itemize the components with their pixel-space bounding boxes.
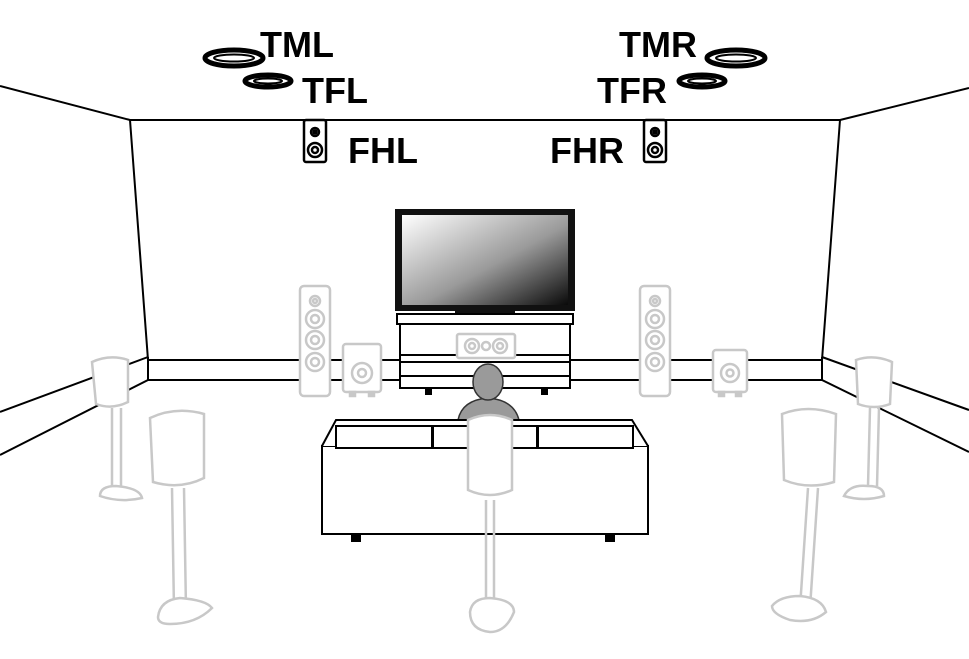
tower-speaker-icon — [638, 284, 672, 398]
ceiling-speaker-icon — [704, 47, 768, 69]
label-tfl: TFL — [302, 70, 368, 111]
ceiling-speaker-icon — [242, 72, 294, 90]
ceiling-speaker-icon — [202, 47, 266, 69]
tower-speaker-icon — [298, 284, 332, 398]
label-tml: TML — [260, 24, 334, 65]
right-baseboard-bottom — [821, 379, 969, 453]
stand-speaker-icon — [770, 407, 838, 623]
tv — [395, 209, 575, 318]
label-tfr: TFR — [597, 70, 667, 111]
ceiling-right-edge — [839, 87, 969, 121]
subwoofer-icon — [341, 342, 383, 398]
subwoofer-icon — [711, 348, 749, 398]
height-speaker-icon — [302, 118, 328, 164]
right-baseboard-top — [821, 356, 969, 411]
stand-speaker-icon — [90, 356, 144, 502]
ceiling-left-edge — [0, 85, 131, 121]
stand-speaker-icon — [466, 413, 516, 634]
height-speaker-icon — [642, 118, 668, 164]
ceiling-speaker-icon — [676, 72, 728, 90]
label-fhl: FHL — [348, 130, 418, 171]
center-speaker-icon — [455, 332, 517, 360]
stand-speaker-icon — [842, 356, 894, 501]
label-tmr: TMR — [619, 24, 697, 65]
label-fhr: FHR — [550, 130, 624, 171]
stand-speaker-icon — [148, 409, 214, 626]
tv-screen — [402, 215, 568, 305]
person-icon — [457, 363, 520, 421]
